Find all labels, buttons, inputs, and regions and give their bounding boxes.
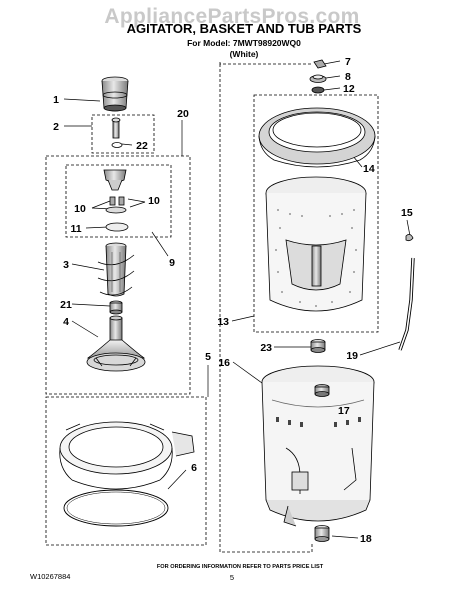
- hub-nut: [310, 339, 326, 353]
- color-line: (White): [230, 49, 259, 59]
- callout-20: 20: [177, 108, 189, 120]
- watermark: AppliancePartsPros.com: [104, 5, 359, 28]
- callout-17: 17: [338, 405, 350, 417]
- callout-14: 14: [363, 163, 375, 175]
- tub-seal: [314, 384, 330, 397]
- group-frames: [45, 62, 379, 553]
- callout-2: 2: [53, 121, 59, 133]
- dashed-connector-top: [219, 62, 312, 65]
- agitator-cap: [101, 76, 129, 112]
- callout-5: 5: [205, 351, 211, 363]
- callout-11: 11: [70, 223, 81, 235]
- basket-hardware: [309, 59, 327, 94]
- callout-13: 13: [217, 316, 229, 328]
- callout-1: 1: [53, 94, 59, 106]
- drain-hose: [398, 234, 415, 351]
- agitator-dogs: [103, 169, 129, 232]
- agitator-auger: [97, 242, 135, 297]
- callout-3: 3: [63, 259, 69, 271]
- callout-7: 7: [345, 56, 351, 68]
- group-box-5: [45, 396, 207, 546]
- group-box-13: [253, 94, 379, 333]
- spin-basket: [265, 176, 367, 312]
- document-number: W10267884: [30, 572, 70, 581]
- callout-23: 23: [260, 342, 272, 354]
- page-number: 5: [230, 573, 234, 582]
- group-box-9: [65, 164, 172, 238]
- callout-19: 19: [346, 350, 358, 362]
- callout-10-right: 10: [148, 195, 160, 207]
- callout-22: 22: [136, 140, 148, 152]
- agitator-base: [86, 315, 146, 372]
- agitator-bolt: [111, 117, 123, 148]
- callout-9: 9: [169, 257, 175, 269]
- callout-21: 21: [60, 299, 72, 311]
- page-title: AGITATOR, BASKET AND TUB PARTS: [127, 21, 362, 36]
- group-box-20: [45, 155, 191, 395]
- agitator-coupler: [109, 300, 123, 315]
- balance-ring: [258, 107, 376, 168]
- callout-6: 6: [191, 462, 197, 474]
- drain-fitting: [314, 525, 330, 542]
- callout-labels: 1 2 22 20 10 10 11 9 3 21 4 5 6 7 8 12 1…: [53, 56, 413, 545]
- callout-4: 4: [63, 316, 69, 328]
- group-box-2: [91, 114, 155, 154]
- outer-tub: [261, 365, 375, 527]
- ordering-info: FOR ORDERING INFORMATION REFER TO PARTS …: [157, 564, 324, 570]
- callout-15: 15: [401, 207, 413, 219]
- callout-10-left: 10: [74, 203, 86, 215]
- callout-8: 8: [345, 71, 351, 83]
- model-line: For Model: 7MWT98920WQ0: [187, 38, 301, 48]
- dashed-connector-left: [219, 64, 313, 553]
- tub-ring: [59, 421, 195, 527]
- callout-12: 12: [343, 83, 355, 95]
- callout-16: 16: [218, 357, 230, 369]
- callout-18: 18: [360, 533, 372, 545]
